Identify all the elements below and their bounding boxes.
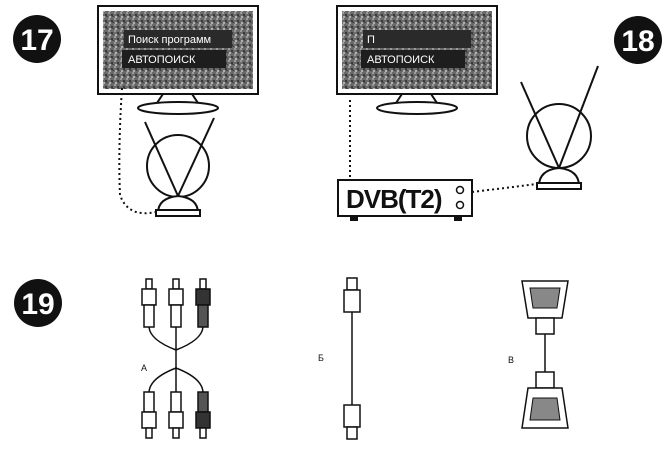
svg-text:19: 19 [21,288,54,321]
cable-a-rca: A [141,278,211,439]
rca-plug-bottom-2 [168,391,184,439]
tv-right-stand [376,101,458,115]
tv-right-menu-item-2: АВТОПОИСК [367,54,435,66]
rca-plug-bottom-3 [195,391,211,439]
cable-b-hdmi: Б [318,277,361,440]
step-18-badge: 18 [614,16,662,64]
rca-plug-top-3 [195,278,211,328]
tv-right-menu-item-1: П [367,34,375,46]
step-19-badge: 19 [14,279,62,327]
cable-b-label: Б [318,353,324,363]
rca-plug-top-2 [168,278,184,328]
tv-left-menu-item-2: АВТОПОИСК [128,54,196,66]
tv-left-stand [137,101,219,115]
antenna-left [144,117,215,217]
tv-left-menu-item-1: Поиск программ [128,34,211,46]
antenna-right [520,65,599,190]
cable-a-label: A [141,363,147,373]
cable-c-scart: B [508,280,569,429]
cable-tv-left-antenna [118,87,157,215]
cable-c-label: B [508,355,514,365]
tv-right: П АВТОПОИСК [336,5,498,115]
tv-left: Поиск программ АВТОПОИСК [97,5,259,115]
rca-plug-top-1 [141,278,157,328]
step-17-badge: 17 [13,15,61,63]
svg-text:18: 18 [621,25,654,58]
svg-text:17: 17 [20,24,53,57]
set-top-box-logo: DVB(T2) [346,184,442,214]
cable-box-antenna [471,183,538,193]
set-top-box: DVB(T2) [337,179,473,221]
rca-plug-bottom-1 [141,391,157,439]
